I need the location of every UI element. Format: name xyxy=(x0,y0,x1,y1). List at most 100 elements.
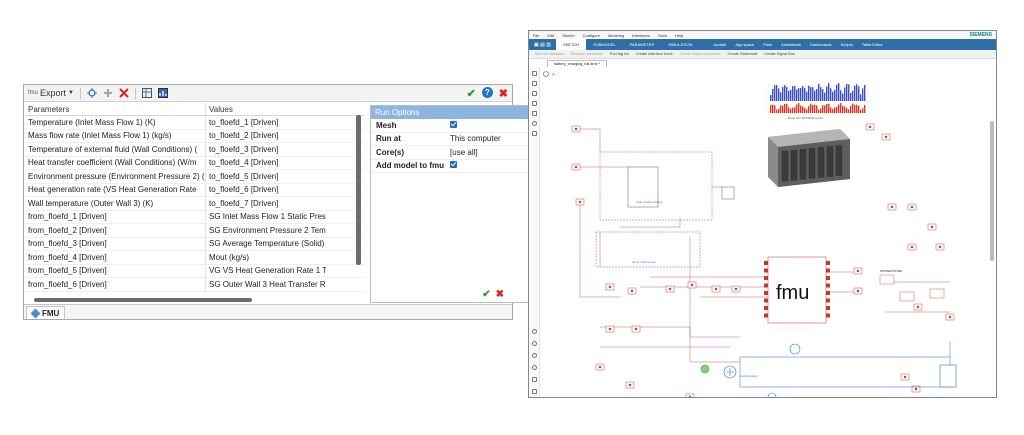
charger-subsystem-box[interactable] xyxy=(595,231,701,268)
checkbox[interactable] xyxy=(450,120,458,128)
tool-item[interactable]: Create Signal Bus xyxy=(764,52,795,56)
column-header-values[interactable]: Values xyxy=(209,104,233,114)
menu-item[interactable]: Tools xyxy=(657,32,668,38)
thermal-block[interactable] xyxy=(721,186,735,200)
ribbon-tool[interactable]: Animations xyxy=(781,42,801,47)
value-cell[interactable]: to_floefd_1 [Driven] xyxy=(209,117,279,127)
column-header-parameters[interactable]: Parameters xyxy=(25,103,206,115)
table-row[interactable]: from_floefd_1 [Driven]SG Inlet Mass Flow… xyxy=(25,210,365,224)
help-icon[interactable]: ? xyxy=(481,87,493,98)
checkbox[interactable] xyxy=(450,161,458,169)
vertical-scrollbar[interactable] xyxy=(356,115,361,265)
canvas-vertical-scrollbar[interactable] xyxy=(990,121,994,261)
close-icon[interactable]: ✖ xyxy=(498,88,508,100)
shape-tool-icon[interactable] xyxy=(532,131,537,136)
probe-block[interactable] xyxy=(879,274,895,285)
table-row[interactable]: Environment pressure (Environment Pressu… xyxy=(25,170,365,184)
zoom-area-icon[interactable] xyxy=(532,365,537,370)
zoom-in-icon[interactable] xyxy=(532,329,537,334)
cooling-loop[interactable] xyxy=(739,342,951,388)
tool-item[interactable]: Create Statechart xyxy=(727,52,758,56)
probe-block[interactable] xyxy=(929,288,945,299)
check-icon[interactable]: ✔ xyxy=(466,88,476,100)
sensor-components[interactable] xyxy=(571,123,955,398)
cell-model-block[interactable] xyxy=(627,166,659,208)
zoom-out-icon[interactable] xyxy=(532,341,537,346)
value-cell[interactable]: VG VS Heat Generation Rate 1 T xyxy=(209,266,326,276)
menu-item[interactable]: Sketch xyxy=(562,32,575,38)
battery-subsystem-box[interactable] xyxy=(599,151,713,221)
menu-item[interactable]: Modeling xyxy=(607,32,625,38)
add-parameter-icon[interactable] xyxy=(86,88,97,98)
horizontal-scrollbar[interactable] xyxy=(34,298,252,302)
table-row[interactable]: from_floefd_2 [Driven]SG Environment Pre… xyxy=(25,224,365,238)
tab-fmu[interactable]: FMU xyxy=(26,306,66,319)
tool-item[interactable]: Create interface block xyxy=(635,52,673,56)
ribbon-tool[interactable]: Dashboards xyxy=(809,42,832,47)
table-row[interactable]: from_floefd_3 [Driven]SG Average Tempera… xyxy=(25,237,365,251)
table-row[interactable]: Wall temperature (Outer Wall 3) (K)to_fl… xyxy=(25,197,365,211)
value-cell[interactable]: SG Outer Wall 3 Heat Transfer R xyxy=(209,279,326,289)
table-icon[interactable] xyxy=(141,88,152,98)
menu-item[interactable]: Configure xyxy=(582,32,600,38)
value-cell[interactable]: SG Inlet Mass Flow 1 Static Press xyxy=(209,212,326,222)
ribbon-tool[interactable]: App space xyxy=(735,42,755,47)
table-row[interactable]: from_floefd_6 [Driven]SG Outer Wall 3 He… xyxy=(25,278,365,292)
quick-access-icons[interactable]: ▣ ▤ ▥ xyxy=(534,41,551,48)
text-tool-icon[interactable] xyxy=(532,71,537,76)
cooling-pump[interactable]: cooling pump xyxy=(723,365,758,379)
ribbon-tab[interactable]: SUBMODEL xyxy=(593,42,616,47)
value-cell[interactable]: to_floefd_7 [Driven] xyxy=(209,198,279,208)
ribbon-tab[interactable]: SKETCH xyxy=(555,39,587,50)
menu-item[interactable]: Edit xyxy=(547,32,555,38)
fmu-block[interactable]: fmu xyxy=(764,256,830,324)
document-tab[interactable]: battery_charging_full.ame * xyxy=(547,60,608,67)
cancel-x-icon[interactable]: ✖ xyxy=(495,289,504,300)
tool-item[interactable]: Internal variables xyxy=(535,52,564,56)
value-cell[interactable]: to_floefd_5 [Driven] xyxy=(209,171,279,181)
table-row[interactable]: Temperature of external fluid (Wall Cond… xyxy=(25,143,365,157)
table-row[interactable]: Mass flow rate (Inlet Mass Flow 1) (kg/s… xyxy=(25,129,365,143)
line-tool-icon[interactable] xyxy=(532,101,537,106)
rectangle-tool-icon[interactable] xyxy=(532,111,537,116)
cold-plate[interactable] xyxy=(939,364,957,388)
ellipse-tool-icon[interactable] xyxy=(532,121,537,126)
run-option-value[interactable]: [use all] xyxy=(450,147,478,157)
probe-block[interactable] xyxy=(899,291,915,302)
ok-check-icon[interactable]: ✔ xyxy=(482,289,491,300)
delete-icon[interactable] xyxy=(119,88,129,98)
heat-exchanger[interactable] xyxy=(789,343,801,355)
link-parameter-icon[interactable] xyxy=(103,88,113,98)
menu-item[interactable]: File xyxy=(533,32,540,38)
table-row[interactable]: from_floefd_4 [Driven]Mout (kg/s) xyxy=(25,251,365,265)
pan-icon[interactable] xyxy=(532,377,537,382)
value-cell[interactable]: SG Environment Pressure 2 Temp xyxy=(209,225,326,235)
sketch-canvas[interactable]: > Roue OC SOURCE inputs fmu High voltage… xyxy=(540,67,987,398)
value-cell[interactable]: SG Average Temperature (Solid) xyxy=(209,239,325,249)
canvas-home-icon[interactable]: > xyxy=(543,71,556,79)
tool-item[interactable]: Rename submodel xyxy=(570,52,603,56)
chart-icon[interactable] xyxy=(157,88,168,98)
ribbon-tool[interactable]: Update xyxy=(713,42,727,47)
run-option-value[interactable]: This computer xyxy=(450,134,501,144)
ribbon-tool[interactable]: Table Editor xyxy=(861,42,883,47)
value-cell[interactable]: to_floefd_6 [Driven] xyxy=(209,185,279,195)
menu-item[interactable]: Help xyxy=(675,32,684,38)
green-source[interactable] xyxy=(700,364,710,374)
value-cell[interactable]: to_floefd_2 [Driven] xyxy=(209,131,279,141)
tool-item[interactable]: Port tag list xyxy=(609,52,629,56)
table-row[interactable]: from_floefd_5 [Driven]VG VS Heat Generat… xyxy=(25,264,365,278)
menu-item[interactable]: Interfaces xyxy=(632,32,650,38)
ribbon-tab[interactable]: SIMULATION xyxy=(668,42,693,47)
export-button[interactable]: fmu Export ▼ xyxy=(28,88,74,98)
line-tool-icon[interactable] xyxy=(532,91,537,96)
value-cell[interactable]: Mout (kg/s) xyxy=(209,252,250,262)
image-tool-icon[interactable] xyxy=(532,81,537,86)
grid-icon[interactable] xyxy=(532,389,537,394)
table-row[interactable]: Temperature (Inlet Mass Flow 1) (K)to_fl… xyxy=(25,116,365,130)
table-row[interactable]: Heat generation rate (VS Heat Generation… xyxy=(25,183,365,197)
zoom-fit-icon[interactable] xyxy=(532,353,537,358)
ribbon-tool[interactable]: Scripts xyxy=(840,42,853,47)
ribbon-tool[interactable]: Plots xyxy=(763,42,773,47)
tool-item[interactable]: Create supercomponent xyxy=(679,52,721,56)
